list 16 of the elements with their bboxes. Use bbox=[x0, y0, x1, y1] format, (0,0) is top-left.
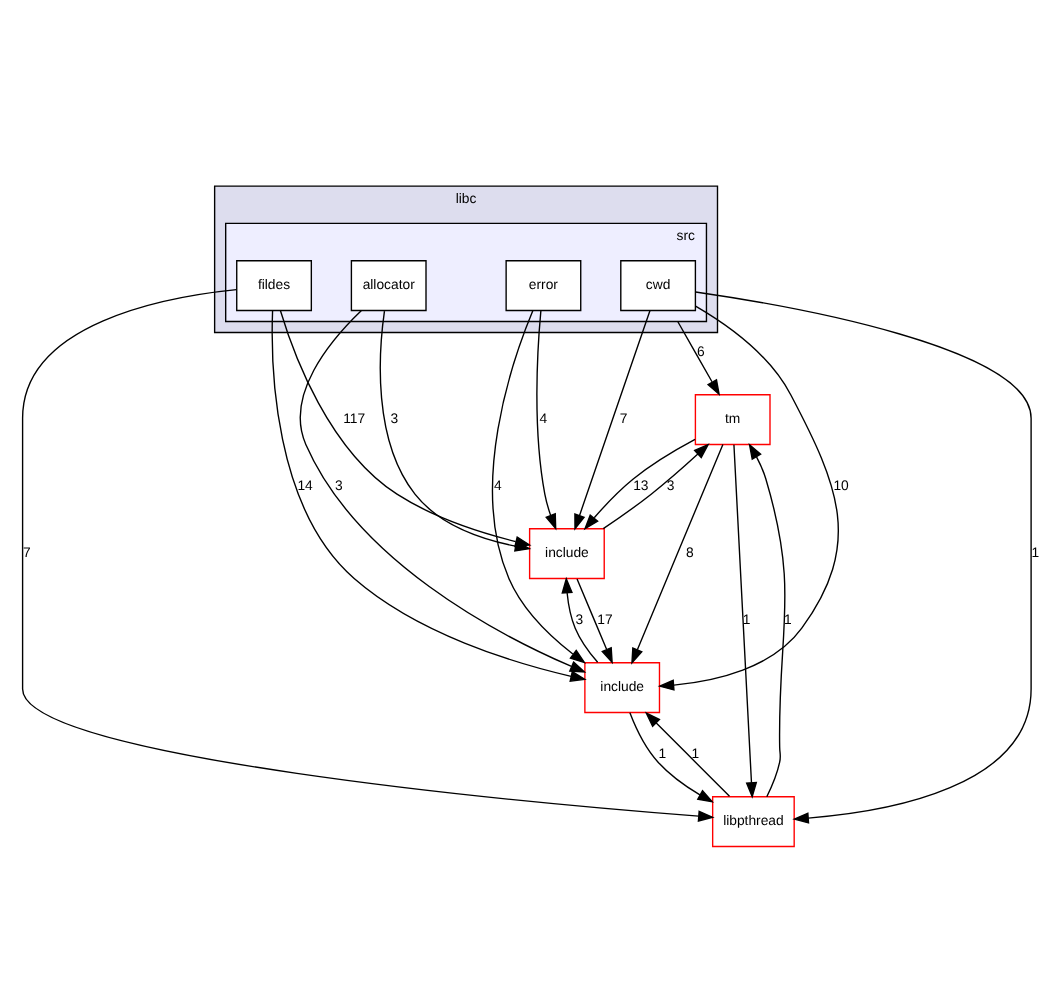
arrow bbox=[629, 711, 715, 802]
arrow bbox=[694, 290, 1032, 823]
arrow bbox=[644, 710, 731, 796]
arrow bbox=[574, 308, 651, 530]
arrow bbox=[631, 442, 724, 664]
arrow bbox=[733, 443, 758, 798]
arrow bbox=[536, 309, 557, 530]
arrow bbox=[657, 304, 840, 690]
arrow bbox=[748, 441, 786, 797]
arrow bbox=[561, 575, 599, 662]
arrow bbox=[576, 577, 613, 664]
arrow bbox=[583, 437, 696, 530]
arrow bbox=[492, 309, 587, 663]
arrow bbox=[602, 442, 710, 529]
arrow bbox=[21, 287, 715, 821]
arrow bbox=[677, 319, 721, 396]
